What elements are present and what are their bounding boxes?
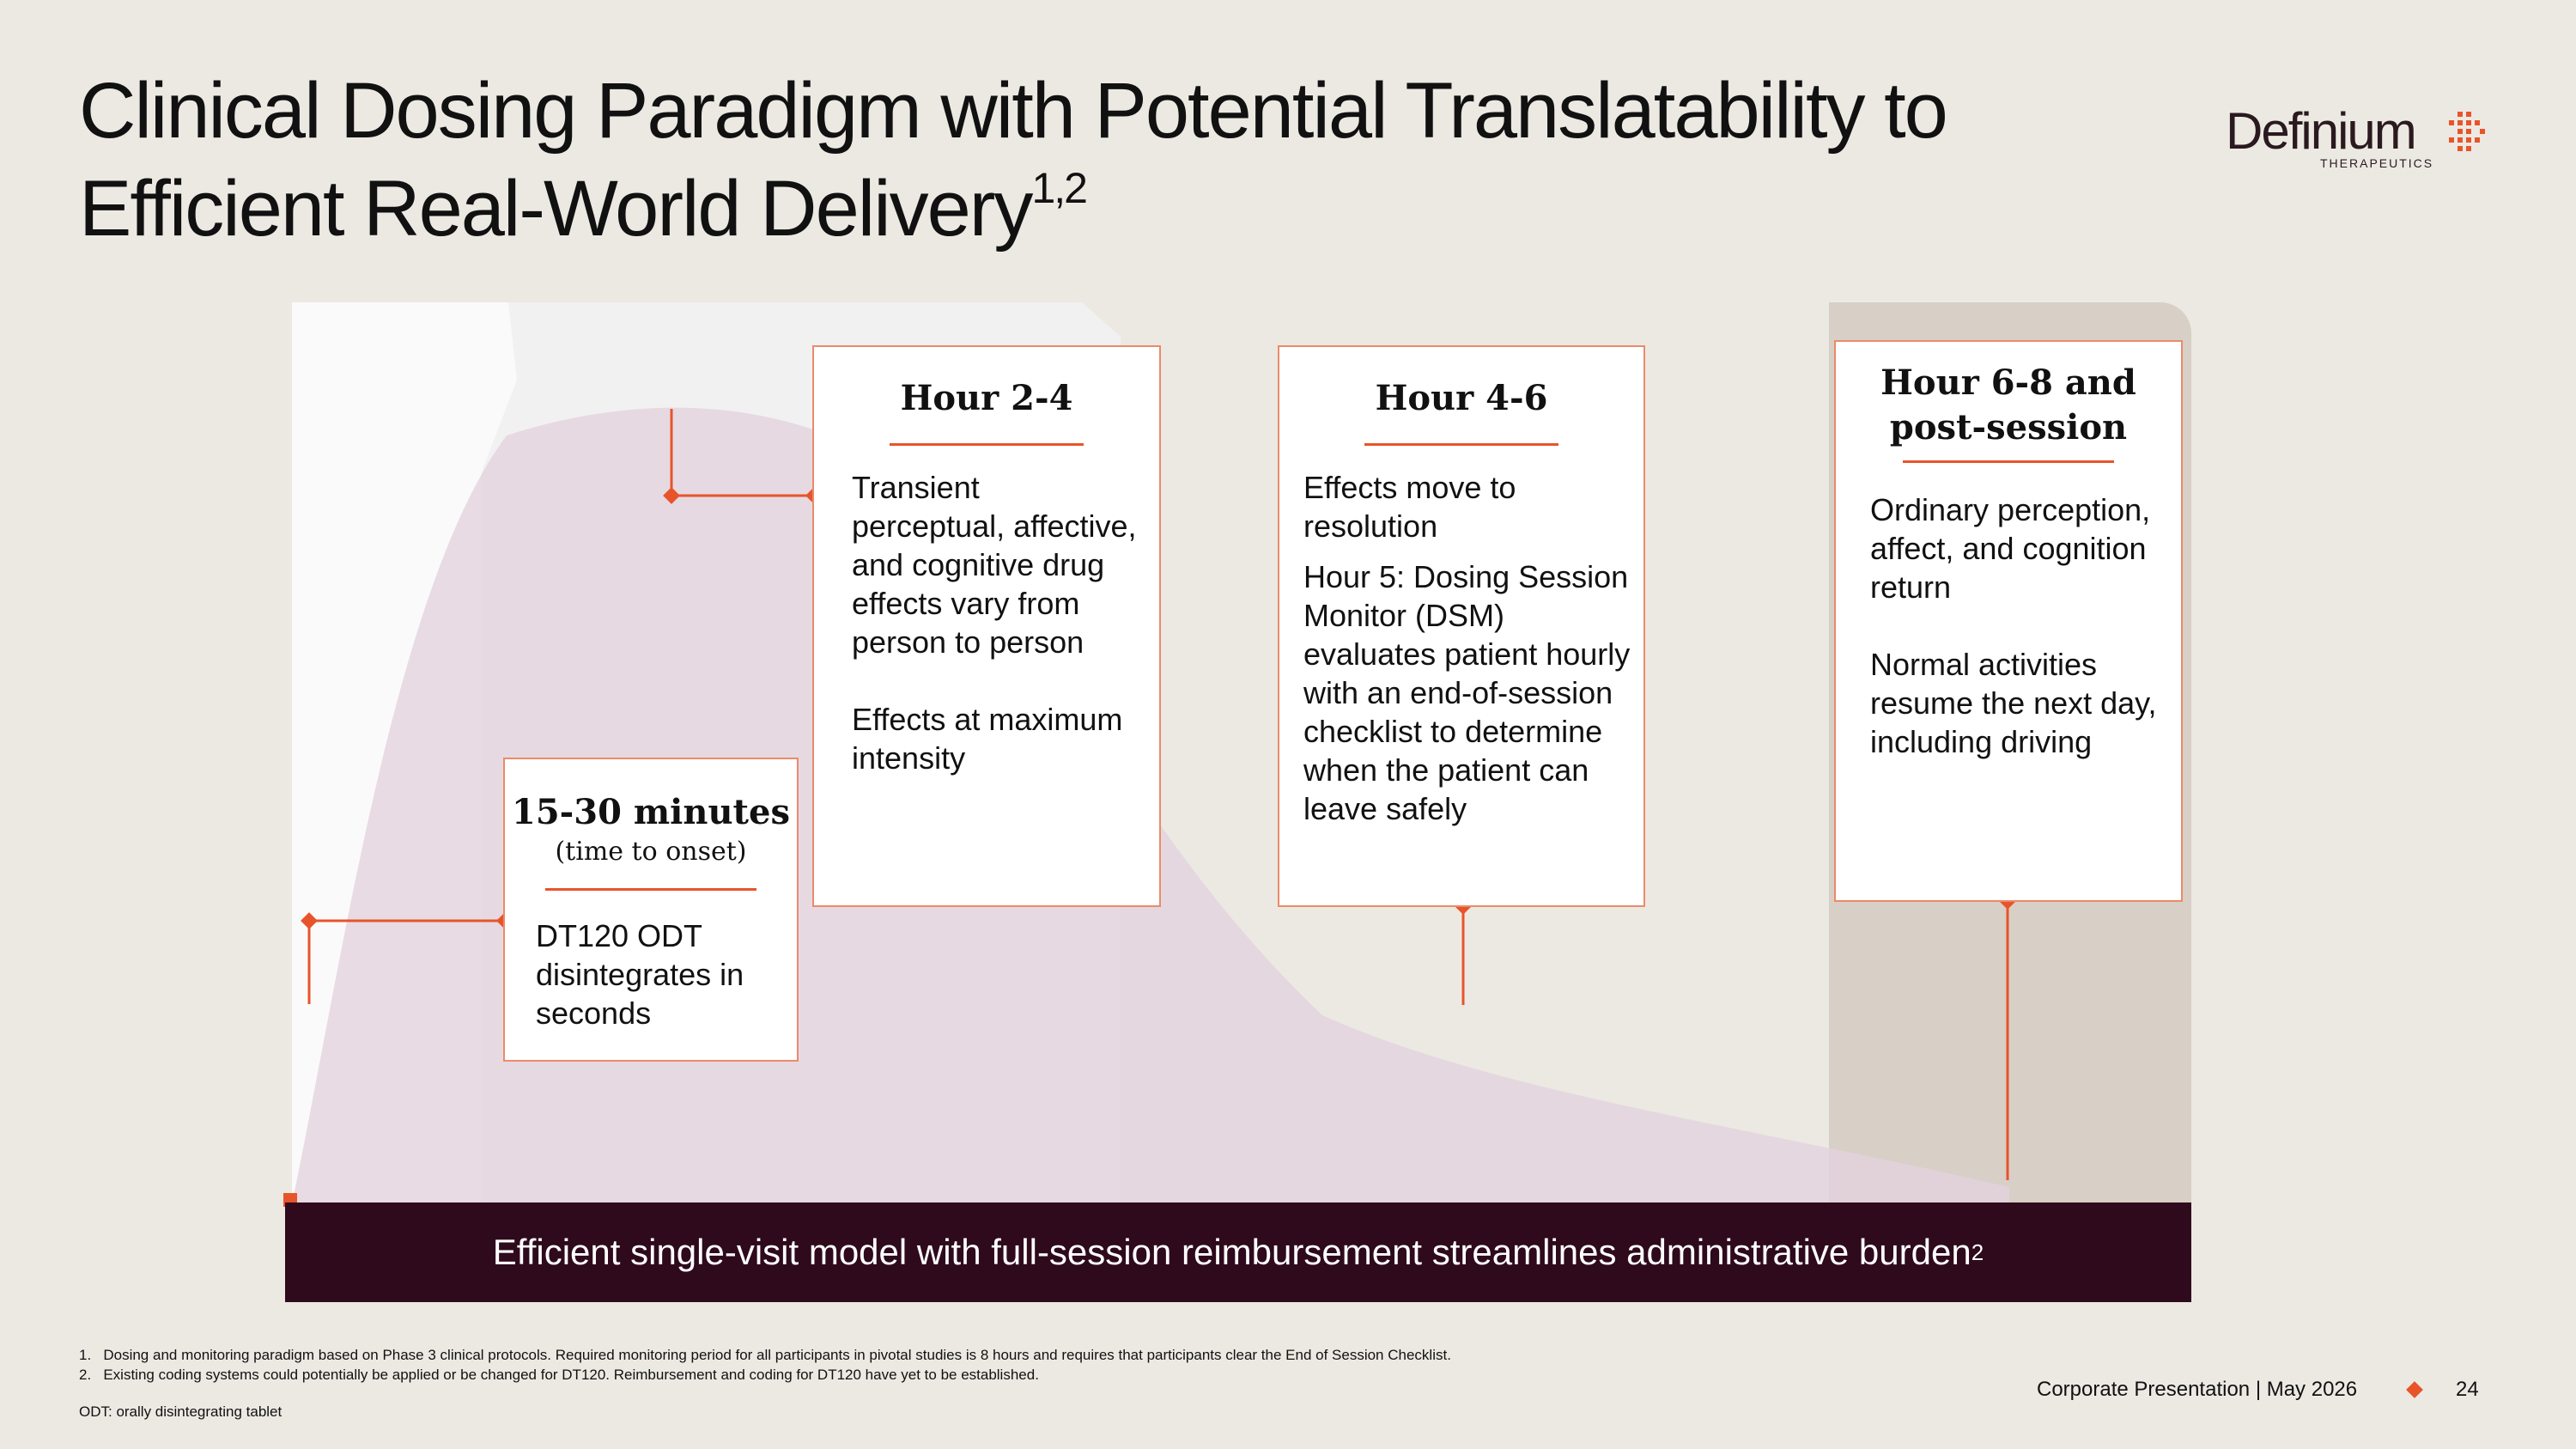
- footnote-2: 2. Existing coding systems could potenti…: [79, 1367, 1039, 1383]
- callout-divider: [1364, 443, 1558, 446]
- callout-onset-heading: 15-30 minutes: [512, 792, 790, 832]
- callout-onset-text: DT120 ODT disintegrates in seconds: [536, 918, 744, 1031]
- callout-hour-6-8: Hour 6-8 and post-session Ordinary perce…: [1834, 340, 2183, 902]
- logo-dots-icon: [2449, 112, 2485, 151]
- callout-hour-6-8-text-1: Ordinary perception, affect, and cogniti…: [1870, 492, 2151, 605]
- footnote-1: 1. Dosing and monitoring paradigm based …: [79, 1347, 1451, 1363]
- callout-hour-2-4-body: Transient perceptual, affective, and cog…: [852, 468, 1139, 777]
- callout-divider: [890, 443, 1084, 446]
- slide-title: Clinical Dosing Paradigm with Potential …: [79, 62, 2123, 258]
- marker-diamond: [301, 912, 318, 929]
- abbreviation-note: ODT: orally disintegrating tablet: [79, 1403, 283, 1420]
- title-line-1: Clinical Dosing Paradigm with Potential …: [79, 67, 1948, 155]
- callout-hour-4-6-text-2: Hour 5: Dosing Session Monitor (DSM) eva…: [1303, 559, 1631, 826]
- callout-hour-4-6-body: Effects move to resolution Hour 5: Dosin…: [1303, 468, 1635, 828]
- footer-label: Corporate Presentation | May 2026: [2037, 1378, 2358, 1401]
- callout-hour-6-8-heading: Hour 6-8 and post-session: [1880, 362, 2136, 447]
- callout-hour-6-8-text-2: Normal activities resume the next day, i…: [1870, 647, 2157, 759]
- title-line-2: Efficient Real-World Delivery1,2: [79, 164, 1088, 253]
- callout-hour-4-6-heading: Hour 4-6: [1375, 378, 1548, 418]
- company-logo: Definium THERAPEUTICS: [2226, 101, 2500, 175]
- callout-divider: [545, 888, 756, 891]
- callout-hour-6-8-body: Ordinary perception, affect, and cogniti…: [1870, 490, 2160, 761]
- callout-hour-2-4-text-2: Effects at maximum intensity: [852, 702, 1123, 776]
- summary-banner-text: Efficient single-visit model with full-s…: [492, 1232, 1971, 1272]
- logo-subtitle: THERAPEUTICS: [2320, 156, 2434, 170]
- footer-diamond-icon: [2406, 1381, 2423, 1398]
- page-number: 24: [2456, 1378, 2479, 1401]
- title-footnote-ref: 1,2: [1031, 164, 1088, 212]
- callout-hour-2-4-text-1: Transient perceptual, affective, and cog…: [852, 470, 1137, 660]
- summary-banner: Efficient single-visit model with full-s…: [285, 1202, 2191, 1302]
- footnotes: 1. Dosing and monitoring paradigm based …: [79, 1345, 1451, 1385]
- logo-wordmark: Definium: [2226, 102, 2417, 160]
- phase-band-divider: [481, 302, 517, 474]
- callout-onset: 15-30 minutes (time to onset) DT120 ODT …: [503, 758, 799, 1062]
- callout-divider: [1903, 460, 2114, 463]
- callout-hour-2-4-heading: Hour 2-4: [900, 378, 1073, 418]
- callout-onset-body: DT120 ODT disintegrates in seconds: [536, 916, 766, 1032]
- callout-onset-subheading: (time to onset): [555, 837, 747, 867]
- callout-hour-4-6-text-1: Effects move to resolution: [1303, 470, 1516, 544]
- callout-hour-2-4: Hour 2-4 Transient perceptual, affective…: [812, 345, 1161, 907]
- callout-hour-4-6: Hour 4-6 Effects move to resolution Hour…: [1278, 345, 1645, 907]
